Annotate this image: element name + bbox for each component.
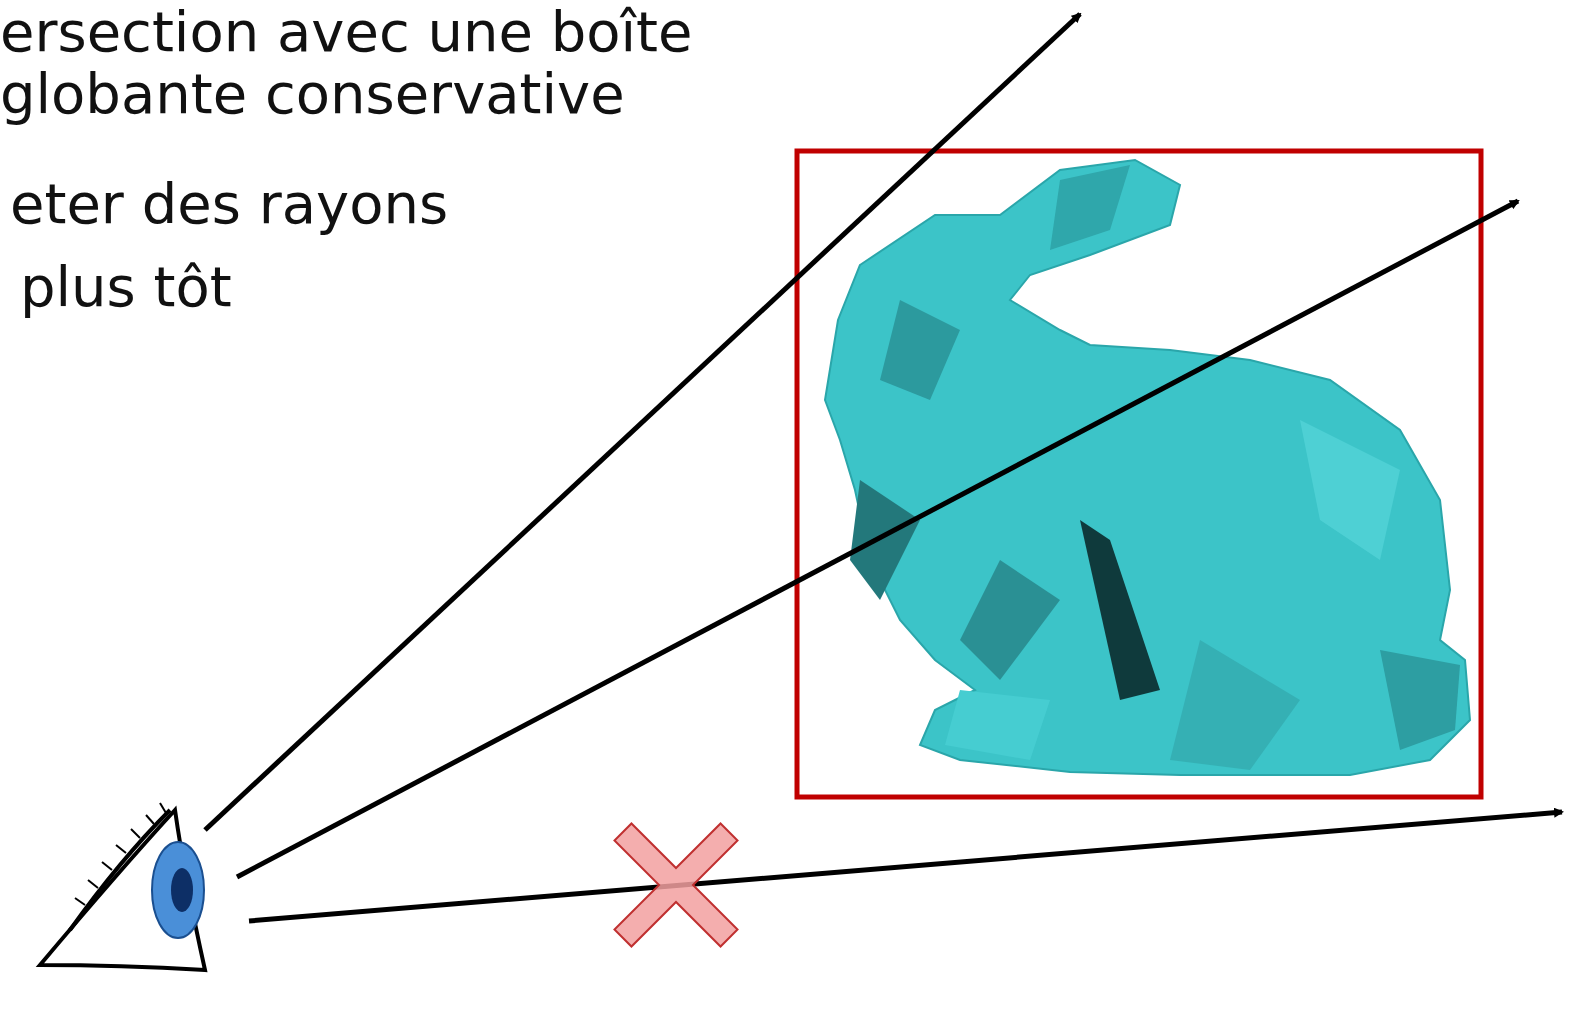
ray xyxy=(249,812,1562,921)
slide-text: plus tôt xyxy=(20,255,232,319)
slide-text: ersection avec une boîte xyxy=(0,0,692,64)
eye-icon xyxy=(40,803,205,970)
slide-text: globante conservative xyxy=(0,62,625,126)
slide-text: eter des rayons xyxy=(10,172,448,236)
ray xyxy=(205,14,1080,830)
bunny-model xyxy=(825,160,1470,775)
rejection-cross xyxy=(570,779,782,991)
ray xyxy=(237,201,1518,877)
bounding-box xyxy=(797,151,1481,797)
